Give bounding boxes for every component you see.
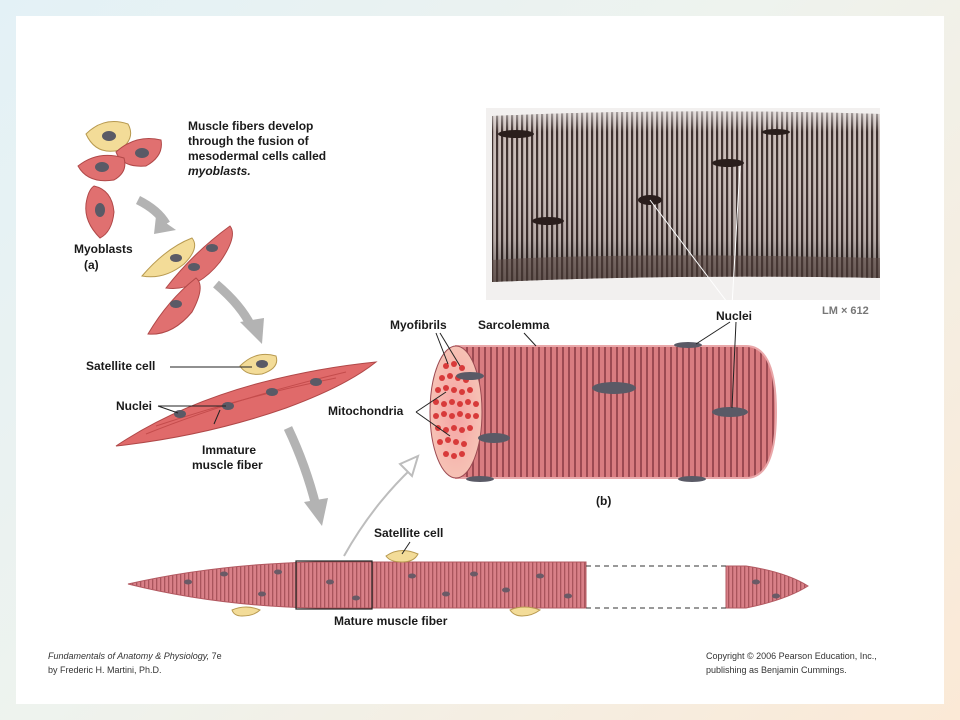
zoom-arrow-head [398, 454, 420, 478]
slide: Muscle fibers develop through the fusion… [16, 16, 944, 704]
fusing-myoblasts [141, 225, 233, 335]
label-sarcolemma: Sarcolemma [478, 318, 550, 332]
footer-book-title: Fundamentals of Anatomy & Physiology, [48, 651, 210, 661]
arrow-2-head [240, 318, 264, 344]
footer-book: Fundamentals of Anatomy & Physiology, 7e [48, 650, 222, 662]
micrograph [486, 108, 880, 307]
label-mitochondria: Mitochondria [328, 404, 404, 418]
zoom-arrow [343, 467, 413, 557]
label-myoblasts: Myoblasts [74, 242, 133, 256]
arrow-3 [283, 426, 321, 508]
footer-copyright: Copyright © 2006 Pearson Education, Inc.… [706, 651, 877, 661]
label-panel-b: (b) [596, 494, 612, 508]
mature-muscle-fiber [127, 541, 809, 617]
immature-muscle-fiber [115, 353, 378, 447]
label-satellite-cell: Satellite cell [86, 359, 156, 373]
myoblast-cells [77, 121, 162, 239]
label-immature-1: Immature [202, 443, 257, 457]
leader-lines-a [157, 366, 252, 425]
footer-edition: 7e [209, 651, 222, 661]
label-magnification: LM × 612 [822, 305, 869, 317]
arrow-1-head [154, 216, 176, 234]
intro-text: Muscle fibers develop through the fusion… [188, 119, 338, 179]
leader-lines-b [415, 321, 737, 437]
arrow-3-head [304, 498, 328, 526]
label-satellite-cell-bottom: Satellite cell [374, 526, 444, 540]
label-panel-a: (a) [84, 258, 99, 272]
intro-text-emphasis: myoblasts. [188, 164, 251, 178]
arrow-1 [135, 195, 170, 227]
label-mature-fiber: Mature muscle fiber [334, 614, 448, 628]
label-immature-2: muscle fiber [192, 458, 263, 472]
footer-author: by Frederic H. Martini, Ph.D. [48, 665, 162, 675]
intro-text-body: Muscle fibers develop through the fusion… [188, 119, 327, 163]
footer-publisher: publishing as Benjamin Cummings. [706, 665, 847, 675]
muscle-fiber-cylinder [429, 342, 778, 482]
label-nuclei-a: Nuclei [116, 399, 153, 413]
label-myofibrils: Myofibrils [390, 318, 447, 332]
label-nuclei-b: Nuclei [716, 309, 753, 323]
muscle-development-illustration [77, 108, 880, 617]
myofibril-dots [433, 361, 479, 459]
